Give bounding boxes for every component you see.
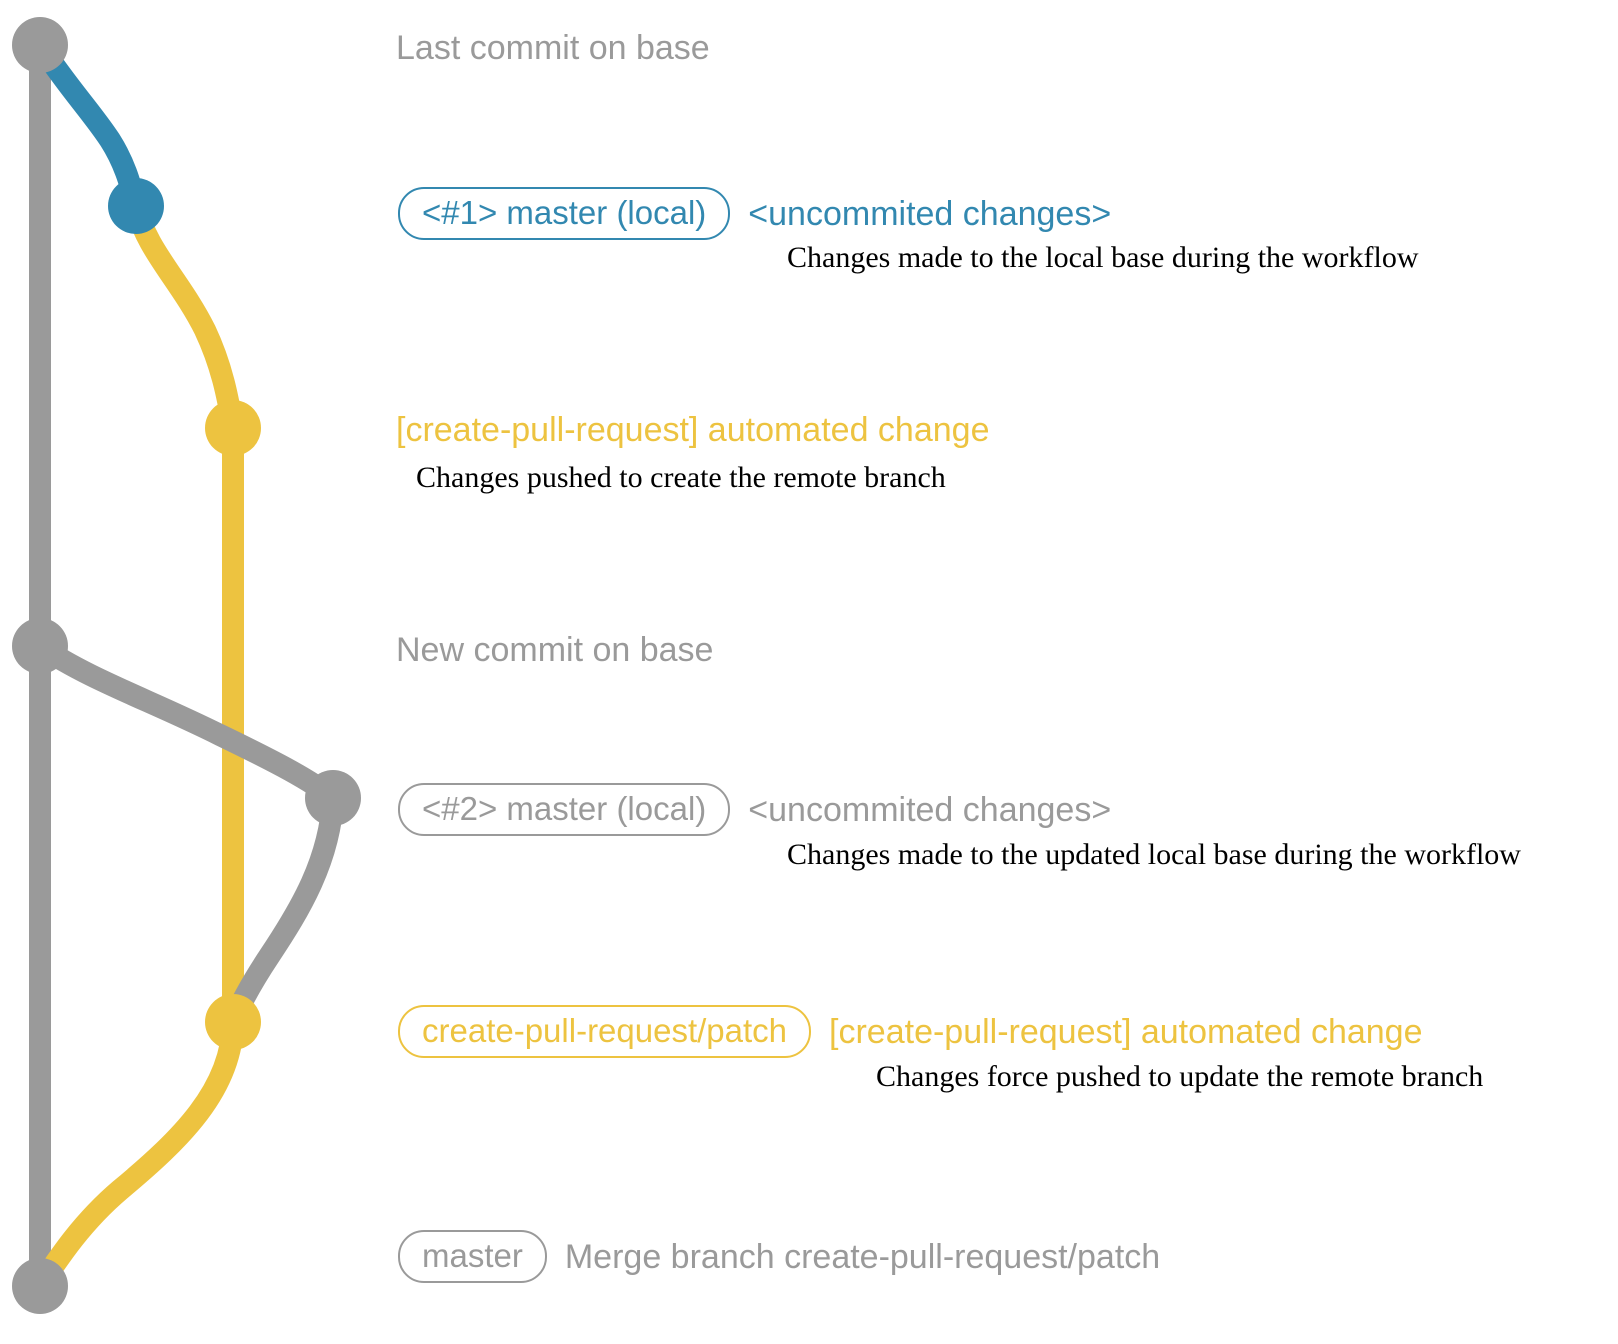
commit-subject-master-local-2: <uncommited changes> — [748, 790, 1112, 829]
caption-master-local-2: Changes made to the updated local base d… — [787, 838, 1521, 871]
commit-nodes — [12, 17, 361, 1314]
row-automated-change-2: create-pull-request/patch [create-pull-r… — [398, 1005, 1423, 1058]
node-new-commit-on-base — [12, 618, 68, 674]
row-last-commit-on-base: Last commit on base — [396, 31, 710, 65]
node-merge-master — [12, 1258, 68, 1314]
row-new-commit-on-base: New commit on base — [396, 633, 713, 667]
yellow-merge-line — [29, 1011, 244, 1297]
row-master-local-2: <#2> master (local) <uncommited changes> — [398, 783, 1111, 836]
row-automated-change-1: [create-pull-request] automated change — [396, 413, 989, 447]
commit-subject-master-local-1: <uncommited changes> — [748, 194, 1112, 233]
commit-subject-automated-change-1: [create-pull-request] automated change — [396, 411, 990, 449]
commit-subject-automated-change-2: [create-pull-request] automated change — [829, 1012, 1423, 1051]
commit-subject-new-commit-on-base: New commit on base — [396, 631, 714, 669]
gray-branch-line-out — [29, 635, 344, 809]
branch-badge-master[interactable]: master — [398, 1230, 547, 1283]
row-master-local-1: <#1> master (local) <uncommited changes> — [398, 187, 1111, 240]
yellow-branch-line-1 — [125, 195, 244, 439]
commit-subject-last-commit-on-base: Last commit on base — [396, 29, 710, 67]
node-last-commit-on-base — [12, 17, 68, 73]
branch-badge-master-local-2[interactable]: <#2> master (local) — [398, 783, 731, 836]
row-merge-master: master Merge branch create-pull-request/… — [398, 1230, 1160, 1283]
branch-badge-master-local-1[interactable]: <#1> master (local) — [398, 187, 731, 240]
node-automated-change-2 — [205, 994, 261, 1050]
node-master-local-2 — [305, 770, 361, 826]
node-master-local-1 — [108, 178, 164, 234]
branch-badge-create-pull-request-patch[interactable]: create-pull-request/patch — [398, 1005, 812, 1058]
caption-automated-change-2: Changes force pushed to update the remot… — [876, 1060, 1484, 1093]
node-automated-change-1 — [205, 400, 261, 456]
commit-subject-merge-master: Merge branch create-pull-request/patch — [564, 1237, 1161, 1276]
caption-master-local-1: Changes made to the local base during th… — [787, 241, 1419, 274]
caption-automated-change-1: Changes pushed to create the remote bran… — [416, 461, 946, 494]
